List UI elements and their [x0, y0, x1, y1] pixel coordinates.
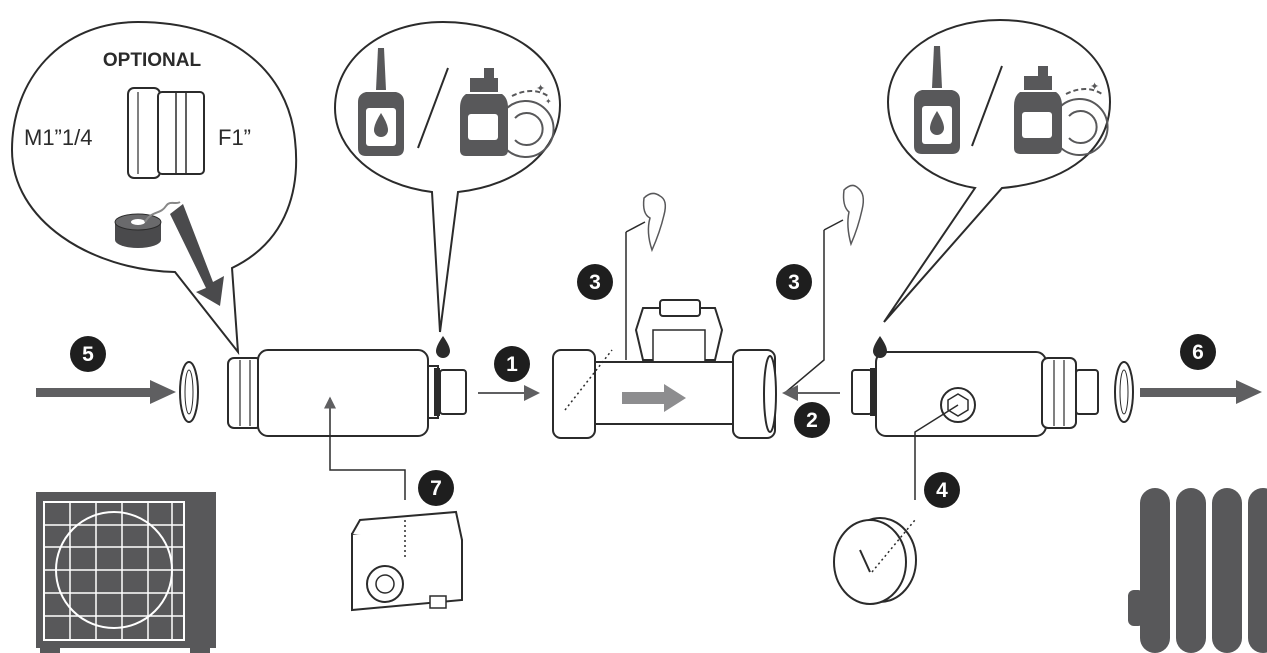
- svg-text:7: 7: [430, 477, 442, 500]
- pressure-gauge-icon: [833, 517, 917, 605]
- lubricant-drop-icon: [873, 336, 887, 358]
- step-7-leader: [329, 436, 406, 500]
- svg-text:✦: ✦: [545, 97, 552, 106]
- lubricant-callout-left: ✦ ✦: [333, 20, 562, 333]
- male-thread-label: M1”1/4: [24, 125, 92, 150]
- gasket-left-icon: [179, 361, 199, 423]
- svg-text:✦: ✦: [1090, 80, 1099, 93]
- heat-pump-unit-icon: [36, 492, 216, 653]
- sensor-module-icon: [351, 510, 463, 612]
- step-badge-5: 5: [70, 336, 106, 372]
- center-valve-body: [552, 299, 777, 439]
- step-badge-7: 7: [418, 470, 454, 506]
- step-4-leader: [914, 404, 959, 500]
- gasket-right-icon: [1114, 361, 1134, 423]
- step-badge-3-left: 3: [577, 264, 613, 300]
- svg-text:5: 5: [82, 343, 94, 366]
- svg-text:3: 3: [589, 271, 601, 294]
- step-3-left-leader: [625, 192, 667, 360]
- grease-smear-icon: [642, 192, 667, 253]
- ptfe-tape-roll-icon: [114, 201, 181, 248]
- or-separator: [417, 67, 449, 149]
- inlet-arrow-icon: [36, 380, 176, 404]
- dish-soap-icon: [1014, 66, 1062, 154]
- dish-soap-icon: [460, 68, 508, 156]
- adapter-fitting-icon: [127, 87, 205, 179]
- step-3-right-leader: [785, 184, 865, 393]
- svg-text:✦: ✦: [536, 82, 545, 95]
- svg-text:3: 3: [788, 271, 800, 294]
- radiator-icon: [1128, 488, 1267, 653]
- oil-bottle-icon: [914, 46, 960, 154]
- svg-text:2: 2: [806, 409, 818, 432]
- right-filter-body: [851, 351, 1099, 437]
- step-badge-4: 4: [924, 472, 960, 508]
- clean-plate-icon: ✦: [1058, 80, 1109, 156]
- svg-text:4: 4: [936, 479, 948, 502]
- lubricant-callout-right: ✦: [883, 18, 1112, 323]
- outlet-arrow-icon: [1140, 380, 1262, 404]
- svg-text:1: 1: [506, 353, 518, 376]
- female-thread-label: F1”: [218, 125, 251, 150]
- lubricant-drop-icon: [436, 336, 450, 358]
- step-badge-6: 6: [1180, 334, 1216, 370]
- grease-smear-icon: [842, 184, 865, 247]
- svg-text:6: 6: [1192, 341, 1204, 364]
- left-filter-body: [227, 349, 467, 437]
- oil-bottle-icon: [358, 48, 404, 156]
- clean-plate-icon: ✦ ✦: [504, 82, 555, 158]
- or-separator: [971, 65, 1003, 147]
- optional-adapter-callout: OPTIONAL M1”1/4 F1”: [10, 20, 298, 356]
- apply-tape-arrow-icon: [170, 204, 224, 306]
- step-badge-1: 1: [494, 346, 530, 382]
- optional-label: OPTIONAL: [103, 50, 202, 71]
- step-badge-2: 2: [794, 402, 830, 438]
- step-badge-3-right: 3: [776, 264, 812, 300]
